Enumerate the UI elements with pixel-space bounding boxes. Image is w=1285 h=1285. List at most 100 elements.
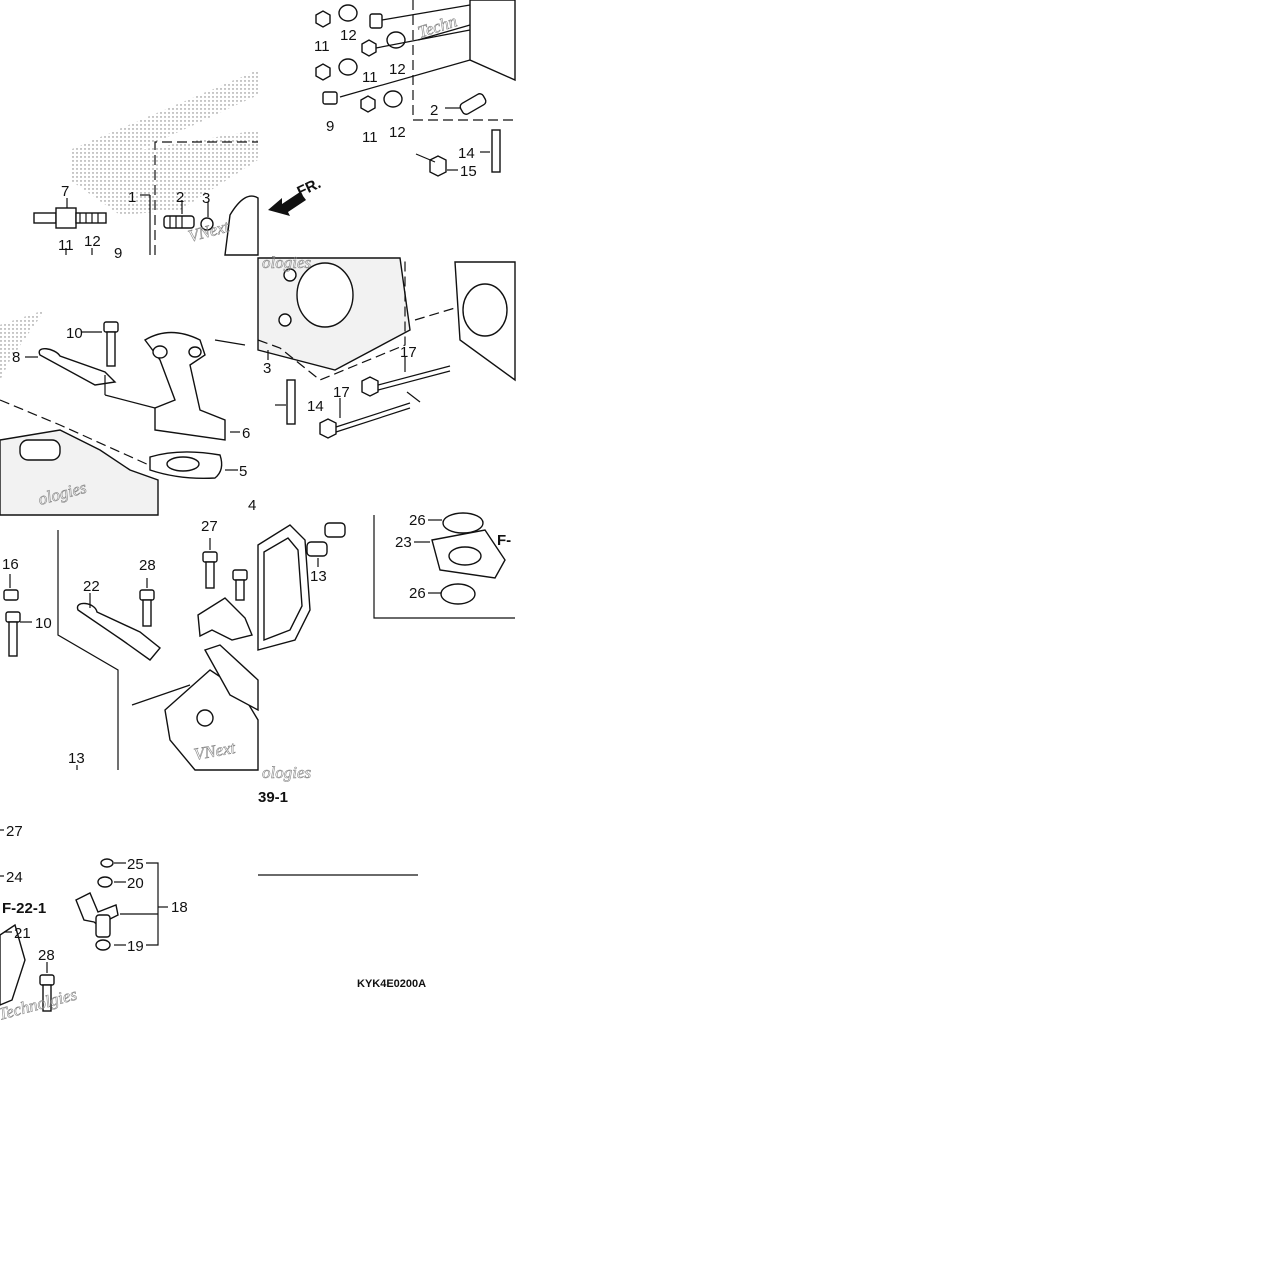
part-label: 26 bbox=[409, 512, 426, 529]
watermark: ologies bbox=[262, 253, 311, 272]
bolt-head bbox=[39, 974, 55, 986]
dowel-pin bbox=[459, 93, 487, 115]
part-label: 16 bbox=[2, 556, 19, 573]
part-label: 22 bbox=[83, 578, 100, 595]
reference-label: F-22-1 bbox=[2, 900, 46, 917]
nut bbox=[361, 39, 377, 57]
part-label: 25 bbox=[127, 856, 144, 873]
bolt bbox=[322, 91, 338, 105]
cylinder-head-fragment bbox=[224, 195, 259, 256]
nut bbox=[315, 10, 331, 28]
part-label: 26 bbox=[409, 585, 426, 602]
washer bbox=[200, 217, 214, 231]
washer bbox=[383, 90, 403, 108]
part-label: 11 bbox=[362, 129, 378, 146]
bolt-shaft bbox=[42, 984, 52, 1012]
dashed-outline bbox=[257, 258, 406, 381]
part-label: 14 bbox=[458, 145, 475, 162]
part-label: 24 bbox=[6, 869, 23, 886]
part-label: 2 bbox=[430, 102, 438, 119]
port-opening bbox=[296, 262, 354, 328]
part-label: 28 bbox=[38, 947, 55, 964]
part-label: 19 bbox=[127, 938, 144, 955]
part-label: 12 bbox=[389, 124, 406, 141]
part-label: 11 bbox=[58, 237, 74, 254]
sensor bbox=[197, 597, 253, 641]
stud-bolt bbox=[491, 129, 501, 173]
nut bbox=[360, 95, 376, 113]
nut bbox=[315, 63, 331, 81]
part-label: 21 bbox=[14, 925, 31, 942]
stud-bolt bbox=[163, 215, 195, 229]
part-label: 12 bbox=[84, 233, 101, 250]
part-label: 11 bbox=[362, 69, 378, 86]
part-label: 2 bbox=[176, 189, 184, 206]
part-label: 6 bbox=[242, 425, 250, 442]
part-label: 13 bbox=[68, 750, 85, 767]
bolt-head bbox=[139, 589, 155, 601]
part-label: 3 bbox=[263, 360, 271, 377]
bolt-shaft bbox=[205, 561, 215, 589]
reference-label: 39-1 bbox=[258, 789, 288, 806]
part-label: 15 bbox=[460, 163, 477, 180]
bolt-head bbox=[319, 418, 337, 439]
front-direction-arrow-icon bbox=[268, 192, 306, 216]
tile-fastener-section: FR. 11 12 11 12 9 11 12 2 14 15 Techn bbox=[268, 0, 516, 216]
bolt-head bbox=[202, 551, 218, 563]
watermark: ologies bbox=[262, 763, 311, 782]
part-label: 14 bbox=[307, 398, 324, 415]
tile-footer-section: ologies 39-1 KYK4E0200A bbox=[258, 763, 426, 990]
part-label: 9 bbox=[114, 245, 122, 262]
seal bbox=[95, 939, 111, 951]
outline bbox=[373, 515, 515, 619]
head-cover-fragment bbox=[469, 0, 516, 82]
part-label: 3 bbox=[202, 190, 210, 207]
wire-clip bbox=[38, 348, 117, 386]
part-label: 23 bbox=[395, 534, 412, 551]
bolt-shaft bbox=[235, 579, 245, 601]
tile-cover-section: 4 13 26 23 26 F- bbox=[248, 497, 515, 651]
part-label: 8 bbox=[12, 349, 20, 366]
part-label: 12 bbox=[389, 61, 406, 78]
watermark: Techn bbox=[415, 11, 459, 41]
o-ring bbox=[440, 583, 476, 605]
tile-cylinder-head-section: 17 17 3 14 ologies bbox=[257, 253, 516, 439]
diagram-code: KYK4E0200A bbox=[357, 978, 426, 990]
dashed-outline bbox=[154, 141, 258, 255]
tile-spark-plug-section: 7 1 2 3 11 12 9 VNext bbox=[33, 70, 259, 262]
dowel bbox=[324, 522, 346, 538]
bracket bbox=[0, 923, 26, 1006]
part-label: 10 bbox=[66, 325, 83, 342]
washer bbox=[338, 58, 358, 76]
part-label: 12 bbox=[340, 27, 357, 44]
dowel bbox=[306, 541, 328, 557]
part-label: 13 bbox=[310, 568, 327, 585]
bolt-head bbox=[5, 611, 21, 623]
o-ring bbox=[100, 858, 114, 868]
outline bbox=[57, 530, 119, 770]
bolt-head bbox=[429, 155, 447, 177]
bolt-head bbox=[232, 569, 248, 581]
bolt-shaft bbox=[106, 331, 116, 367]
washer bbox=[338, 4, 358, 22]
part-label: 18 bbox=[171, 899, 188, 916]
shaded-region bbox=[0, 310, 45, 380]
part-label: 11 bbox=[314, 38, 330, 55]
bolt-head bbox=[103, 321, 119, 333]
bolt bbox=[369, 13, 383, 29]
part-label: 10 bbox=[35, 615, 52, 632]
part-label: 5 bbox=[239, 463, 247, 480]
bolt bbox=[3, 589, 19, 601]
part-label: 28 bbox=[139, 557, 156, 574]
part-label: 17 bbox=[400, 344, 417, 361]
part-label: 17 bbox=[333, 384, 350, 401]
part-label: 1 bbox=[128, 189, 136, 206]
part-label: 9 bbox=[326, 118, 334, 135]
tile-injector-section: 27 24 F-22-1 21 28 25 20 18 19 Technolgi… bbox=[0, 823, 188, 1024]
part-label: 4 bbox=[248, 497, 256, 514]
part-label: 27 bbox=[6, 823, 23, 840]
o-ring bbox=[442, 512, 484, 534]
bolt-head bbox=[361, 376, 379, 397]
part-label: 7 bbox=[61, 183, 69, 200]
